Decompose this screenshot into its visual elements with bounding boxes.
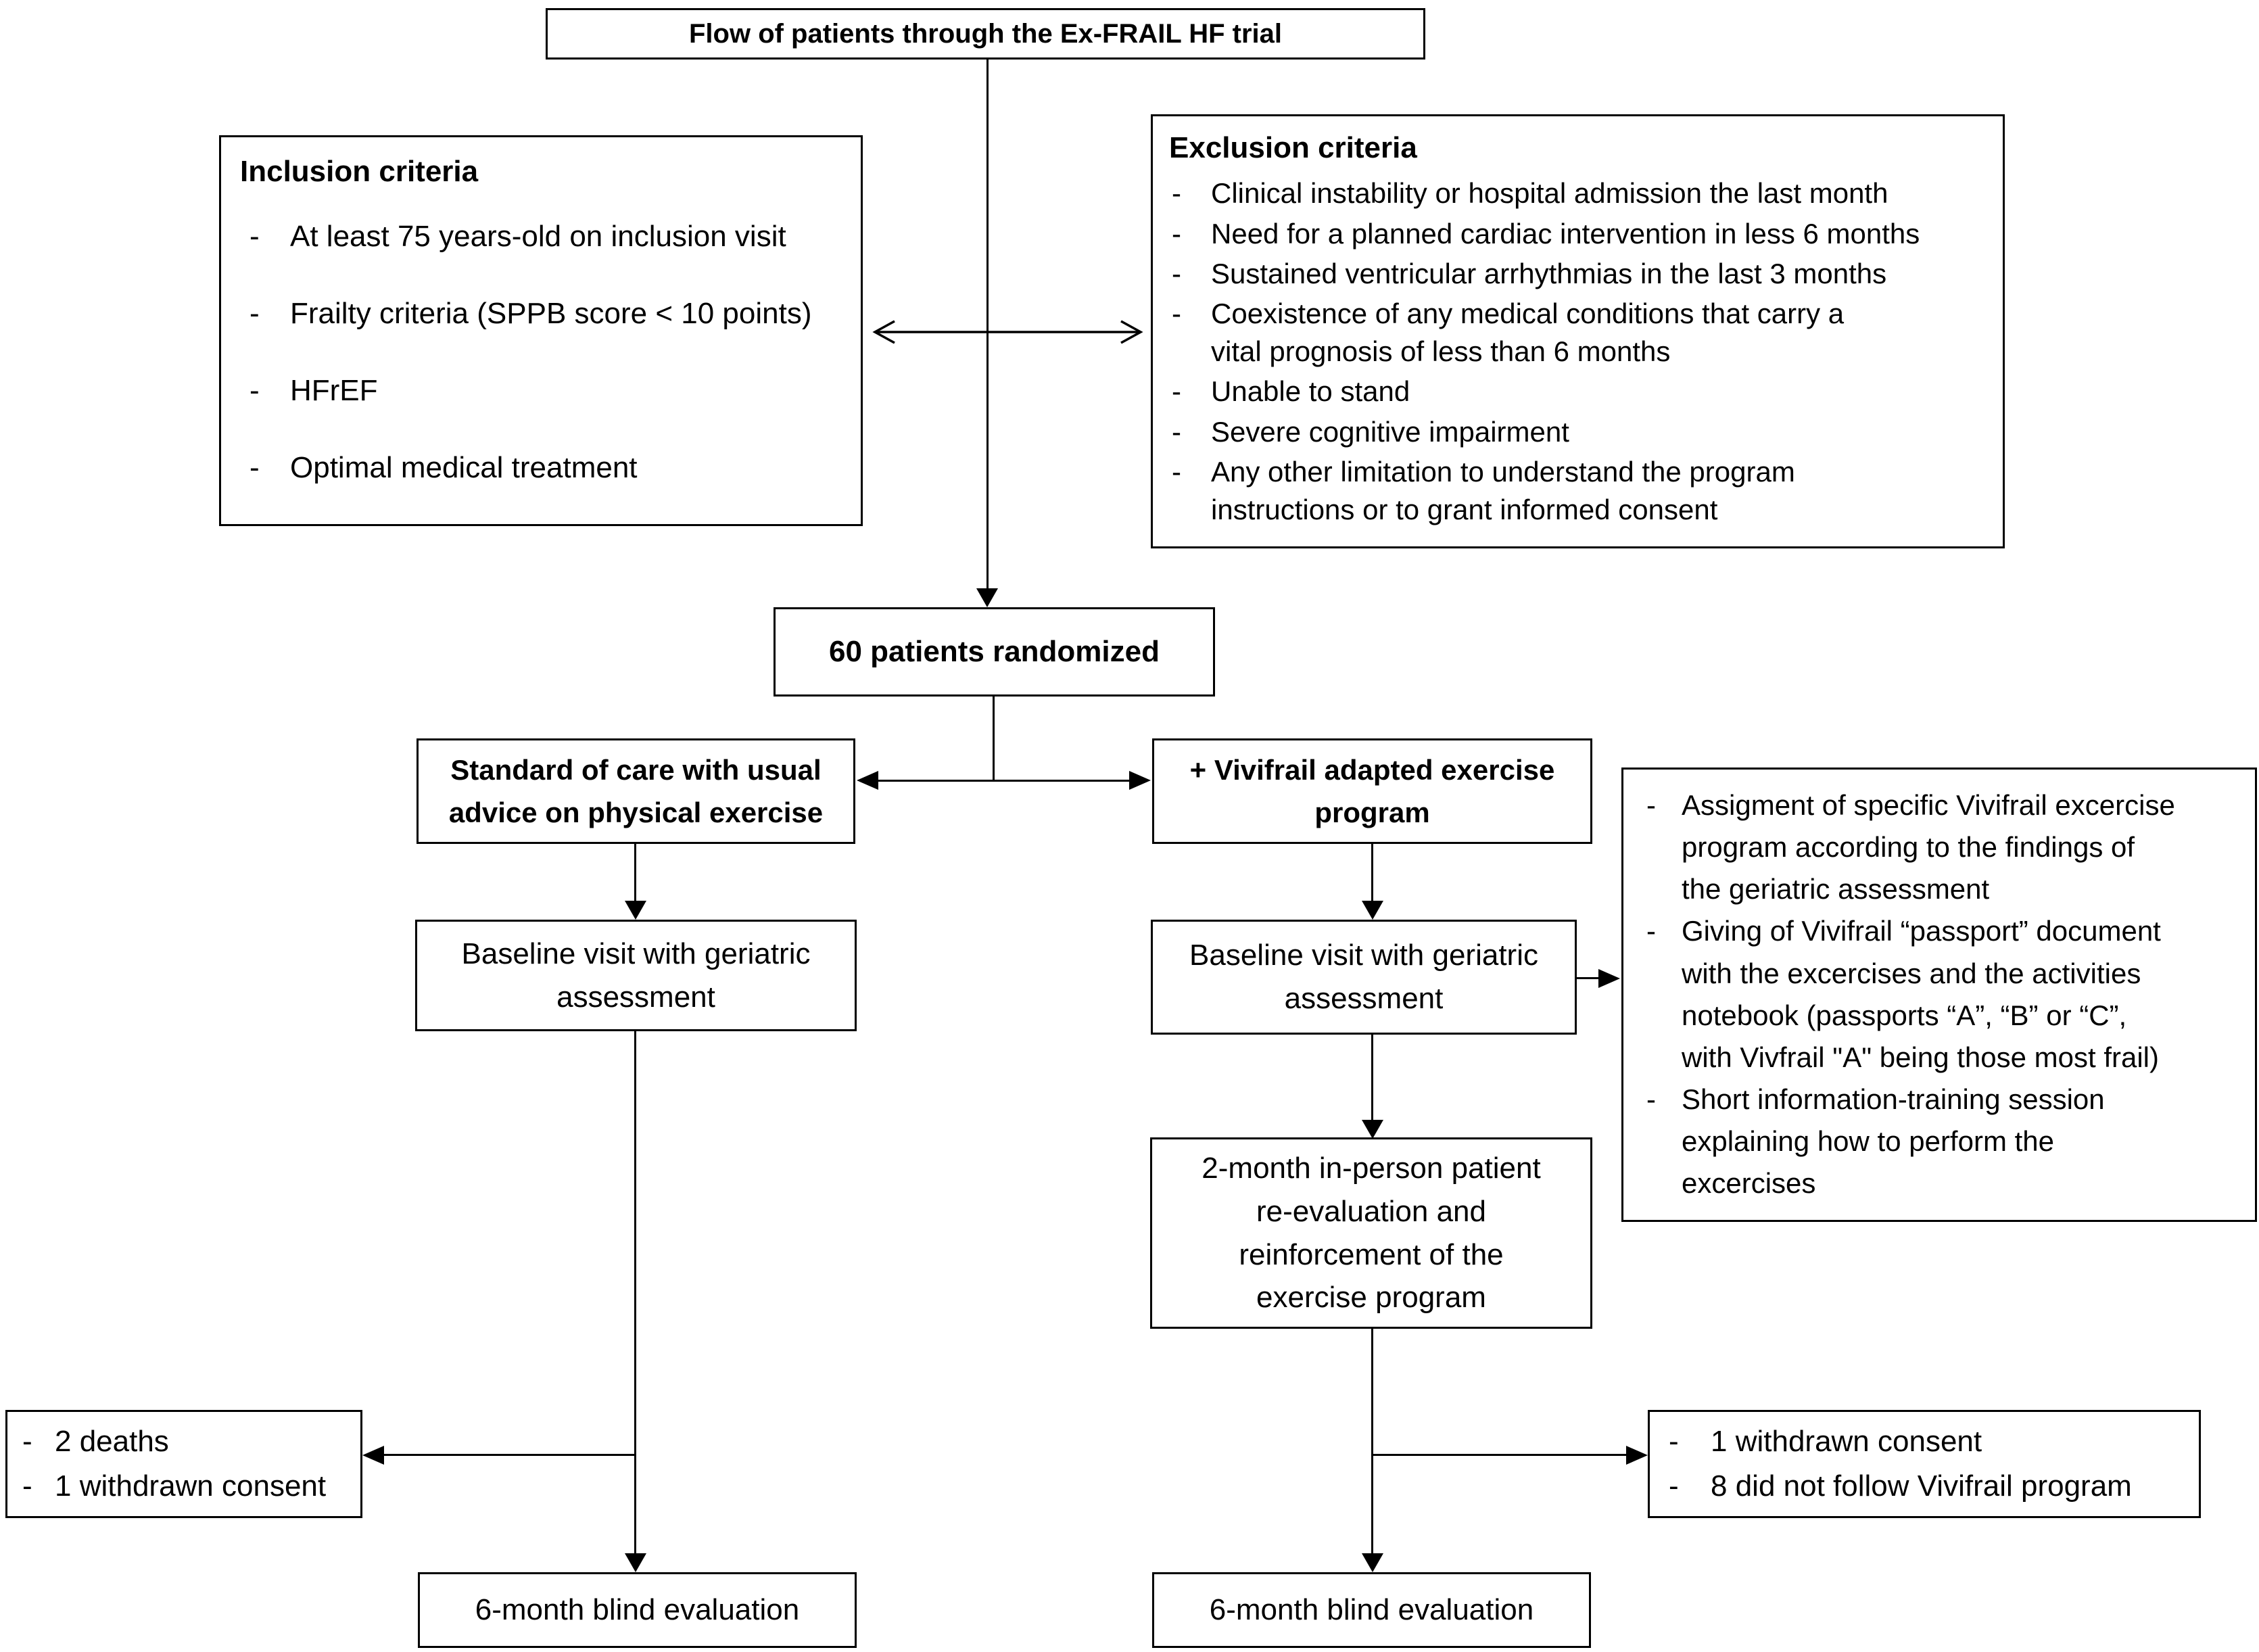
connector-intervention-to-baseline [1371,844,1373,902]
control-baseline-box: Baseline visit with geriatric assessment [415,920,857,1031]
reevaluation-box: 2-month in-person patient re-evaluation … [1150,1137,1592,1329]
connector-control-to-baseline [634,844,636,902]
list-item: - Optimal medical treatment [240,451,842,485]
list-item: - Need for a planned cardiac interventio… [1169,215,1987,252]
control-events-box: - 2 deaths - 1 withdrawn consent [5,1410,362,1518]
list-item: - Severe cognitive impairment [1169,413,1987,450]
bullet-dash: - [22,1469,32,1503]
list-item: - Frailty criteria (SPPB score < 10 poin… [240,297,842,331]
connector-baseline-to-reevaluation [1371,1035,1373,1121]
detail-item-text: Giving of Vivifrail “passport” document … [1682,915,2161,1073]
connector-randomized-to-split [993,697,995,782]
arrowhead-right-icon [1598,969,1620,988]
list-item: - Clinical instability or hospital admis… [1169,174,1987,212]
arrowhead-right-icon [1626,1446,1648,1465]
inclusion-item-text: Optimal medical treatment [290,451,638,484]
inclusion-item-text: Frailty criteria (SPPB score < 10 points… [290,297,812,330]
event-item-text: 1 withdrawn consent [1711,1425,1982,1458]
inclusion-criteria-box: Inclusion criteria - At least 75 years-o… [219,135,863,526]
arrowhead-down-icon [1362,1120,1383,1139]
arrowhead-down-icon [976,588,998,607]
connector-baseline-to-evaluation [634,1031,636,1555]
arrowhead-left-icon [857,771,878,790]
event-item-text: 8 did not follow Vivifrail program [1711,1469,2132,1503]
arrowhead-left-icon [362,1446,384,1465]
list-item: - Giving of Vivifrail “passport” documen… [1640,910,2239,1079]
inclusion-list: - At least 75 years-old on inclusion vis… [240,189,842,506]
bullet-dash: - [1669,1425,1679,1458]
list-item: - 1 withdrawn consent [22,1464,346,1509]
bullet-dash: - [1172,217,1181,250]
exclusion-item-text: Clinical instability or hospital admissi… [1211,177,1888,210]
connector-to-control-events [383,1454,634,1456]
list-item: - Short information-training session exp… [1640,1079,2239,1204]
intervention-events-box: - 1 withdrawn consent - 8 did not follow… [1648,1410,2201,1518]
bullet-dash: - [249,220,260,253]
list-item: - 1 withdrawn consent [1665,1419,2184,1464]
bullet-dash: - [1172,257,1181,289]
connector-title-to-randomized [986,60,989,590]
connector-reevaluation-to-evaluation [1371,1329,1373,1555]
exclusion-criteria-box: Exclusion criteria - Clinical instabilit… [1151,114,2005,548]
bullet-dash: - [22,1425,32,1458]
randomized-box: 60 patients randomized [774,607,1215,697]
bullet-dash: - [1172,177,1181,210]
intervention-baseline-box: Baseline visit with geriatric assessment [1151,920,1577,1035]
bullet-dash: - [1172,298,1181,330]
exclusion-item-text: Need for a planned cardiac intervention … [1211,217,1920,250]
inclusion-item-text: At least 75 years-old on inclusion visit [290,220,786,253]
intervention-arm-box: + Vivifrail adapted exercise program [1152,738,1592,844]
list-item: - Any other limitation to understand the… [1169,453,1987,528]
bullet-dash: - [1669,1469,1679,1503]
diagram-title: Flow of patients through the Ex-FRAIL HF… [546,8,1425,60]
list-item: - 2 deaths [22,1419,346,1464]
list-item: - Unable to stand [1169,373,1987,410]
exclusion-heading: Exclusion criteria [1169,131,1417,164]
intervention-details-box: - Assigment of specific Vivifrail excerc… [1621,768,2257,1222]
event-item-text: 2 deaths [55,1425,169,1458]
list-item: - HFrEF [240,374,842,408]
arrowhead-down-icon [625,1553,646,1572]
exclusion-item-text: Sustained ventricular arrhythmias in the… [1211,257,1887,289]
arrowhead-right-icon [1129,771,1151,790]
bullet-dash: - [249,297,260,330]
exclusion-item-text: Any other limitation to understand the p… [1211,456,1795,525]
connector-arm-split [872,780,1147,782]
control-evaluation-box: 6-month blind evaluation [418,1572,857,1648]
bullet-dash: - [1172,456,1181,488]
exclusion-item-text: Severe cognitive impairment [1211,415,1569,448]
event-item-text: 1 withdrawn consent [55,1469,327,1503]
exclusion-item-text: Coexistence of any medical conditions th… [1211,298,1845,367]
detail-item-text: Short information-training session expla… [1682,1083,2105,1200]
bullet-dash: - [249,451,260,484]
bullet-dash: - [1646,915,1656,947]
arrowhead-down-icon [1362,1553,1383,1572]
bullet-dash: - [1646,1083,1656,1116]
list-item: - 8 did not follow Vivifrail program [1665,1464,2184,1509]
list-item: - Assigment of specific Vivifrail excerc… [1640,784,2239,910]
bullet-dash: - [1172,375,1181,408]
inclusion-item-text: HFrEF [290,374,378,407]
arrowhead-down-icon [1362,901,1383,920]
criteria-double-arrow [872,320,1143,344]
connector-to-intervention-events [1373,1454,1627,1456]
list-item: - Coexistence of any medical conditions … [1169,295,1987,370]
bullet-dash: - [1646,789,1656,821]
connector-baseline-to-details [1577,977,1602,979]
exclusion-item-text: Unable to stand [1211,375,1410,408]
control-arm-box: Standard of care with usual advice on ph… [417,738,855,844]
detail-item-text: Assigment of specific Vivifrail excercis… [1682,789,2175,905]
arrowhead-down-icon [625,901,646,920]
inclusion-heading: Inclusion criteria [240,155,479,188]
bullet-dash: - [249,374,260,407]
list-item: - At least 75 years-old on inclusion vis… [240,220,842,254]
bullet-dash: - [1172,415,1181,448]
list-item: - Sustained ventricular arrhythmias in t… [1169,255,1987,292]
intervention-evaluation-box: 6-month blind evaluation [1152,1572,1591,1648]
